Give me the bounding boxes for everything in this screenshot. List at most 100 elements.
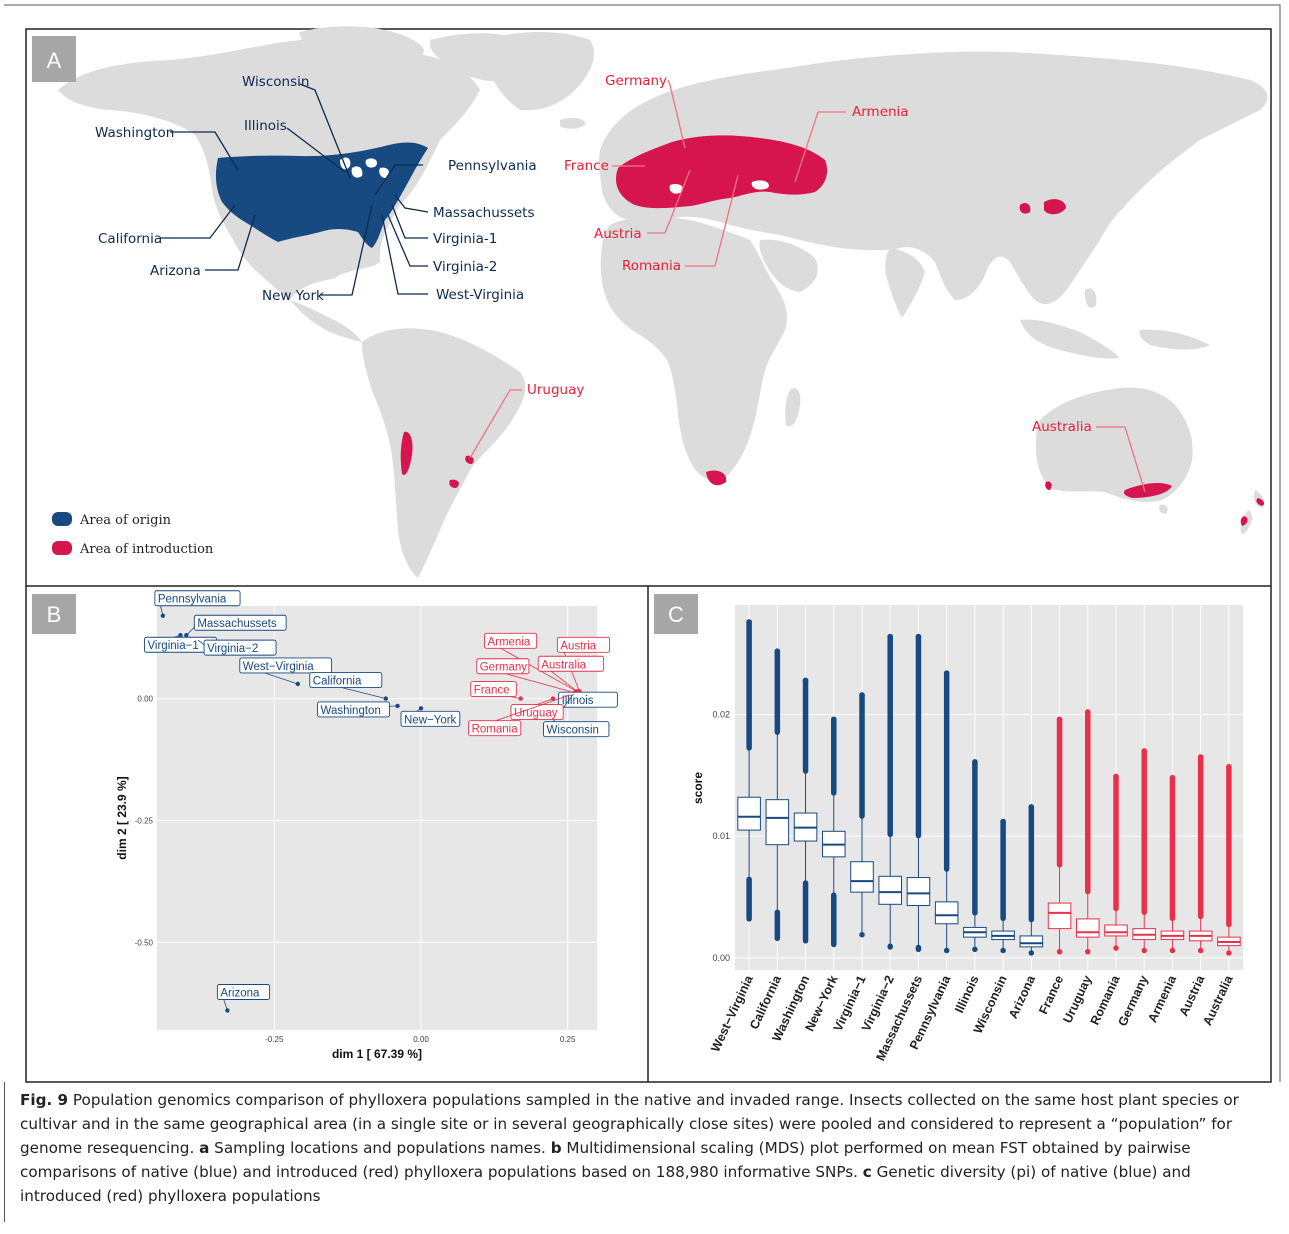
box-iqr [1104, 924, 1128, 937]
mds-point-label: Austria [556, 636, 611, 653]
mds-x-tick: 0.00 [413, 1035, 429, 1044]
svg-text:Arizona: Arizona [220, 988, 260, 1000]
native-labels: Wisconsin Illinois Washington Pennsylvan… [95, 74, 537, 304]
map-label-illinois: Illinois [244, 118, 287, 134]
box-y-tick: 0.01 [712, 831, 730, 841]
map-label-california: California [98, 231, 162, 247]
map-label-wisconsin: Wisconsin [242, 74, 309, 90]
map-label-arizona: Arizona [150, 263, 201, 279]
intro-labels: Germany Armenia France Austria Romania U… [527, 73, 1092, 435]
map-legend: Area of origin Area of introduction [52, 512, 214, 557]
box-x-tick: France [1036, 973, 1066, 1016]
map-label-austria: Austria [594, 226, 642, 242]
mds-leader [488, 640, 577, 692]
svg-text:Pennsylvania: Pennsylvania [158, 594, 227, 606]
caption-rule [4, 1082, 5, 1222]
mds-y-axis-label: dim 2 [ 23.9 %] [115, 776, 129, 859]
box-outlier-max [915, 633, 922, 640]
mds-point-label: Massachussets [193, 614, 287, 631]
box-8 [963, 759, 987, 953]
box-outlier-max [830, 716, 837, 723]
map-label-france: France [564, 158, 609, 174]
box-iqr [1019, 935, 1044, 948]
box-4 [850, 692, 874, 938]
box-16 [1188, 754, 1213, 954]
box-outlier-max [1113, 773, 1119, 780]
box-14 [1132, 748, 1157, 954]
mds-plot-area [157, 606, 597, 1030]
svg-text:California: California [313, 676, 362, 688]
map-label-romania: Romania [622, 258, 681, 274]
mds-y-tick: 0.00 [137, 695, 153, 704]
box-outlier-max [1141, 748, 1148, 754]
map-label-new-york: New York [262, 288, 324, 304]
box-10 [1019, 804, 1044, 956]
mds-x-tick: -0.25 [265, 1035, 284, 1044]
box-x-tick: West−Virginia [708, 972, 756, 1054]
intro-area-europe [615, 135, 828, 209]
mds-point-label: Illinois [558, 691, 618, 708]
native-leader-lines [160, 83, 429, 296]
box-6 [906, 633, 931, 953]
box-1 [765, 648, 790, 942]
svg-text:New−York: New−York [404, 714, 457, 726]
svg-text:Illinois: Illinois [562, 695, 594, 707]
box-iqr [850, 861, 874, 893]
box-17 [1217, 764, 1241, 956]
svg-text:France: France [474, 685, 510, 697]
map-label-pennsylvania: Pennsylvania [448, 158, 537, 174]
box-y-tick: 0.02 [712, 710, 730, 720]
svg-text:Wisconsin: Wisconsin [547, 725, 599, 737]
panel-b-letter: B [47, 602, 62, 627]
map-label-australia: Australia [1032, 419, 1092, 435]
box-iqr [934, 901, 959, 925]
box-outlier-max [859, 692, 865, 698]
box-0 [737, 619, 761, 922]
box-9 [991, 818, 1015, 954]
mds-point-label: Uruguay [510, 704, 564, 721]
box-outlier-max [1084, 709, 1091, 715]
map-label-west-virginia: West-Virginia [436, 287, 524, 303]
legend-label-introduction: Area of introduction [79, 542, 214, 557]
svg-text:Virginia−1: Virginia−1 [147, 640, 198, 652]
box-3 [821, 716, 846, 948]
box-iqr [737, 796, 761, 831]
svg-text:Washington: Washington [321, 705, 381, 717]
mds-point-label: Wisconsin [543, 721, 610, 738]
map-label-virginia-1: Virginia-1 [433, 231, 497, 247]
svg-text:West−Virginia: West−Virginia [243, 661, 314, 673]
box-7 [934, 670, 959, 954]
svg-text:Virginia−2: Virginia−2 [207, 643, 258, 655]
svg-text:Romania: Romania [472, 724, 519, 736]
svg-text:Uruguay: Uruguay [514, 708, 558, 720]
caption-label: Fig. 9 [20, 1091, 69, 1109]
svg-text:Massachussets: Massachussets [197, 618, 277, 630]
panel-a-letter: A [47, 48, 62, 73]
mds-point-label: Arizona [216, 984, 271, 1000]
legend-swatch-origin [52, 512, 72, 526]
map-label-washington: Washington [95, 125, 174, 141]
box-outlier-max [774, 648, 781, 655]
mds-point-label: Germany [476, 658, 530, 675]
box-x-tick: Illinois [952, 973, 981, 1015]
panel-c-letter-box [654, 594, 698, 634]
mds-point-label: California [309, 672, 383, 689]
box-13 [1104, 773, 1128, 951]
box-outlier-max [746, 619, 752, 625]
box-iqr [1075, 918, 1100, 938]
box-outlier-max [943, 670, 950, 676]
world-land [58, 26, 1268, 578]
map-label-virginia-2: Virginia-2 [433, 259, 497, 275]
map-label-germany: Germany [605, 73, 667, 89]
svg-text:Armenia: Armenia [487, 636, 530, 648]
mds-y-tick: -0.50 [135, 938, 154, 947]
mds-point-label: Virginia−2 [203, 639, 277, 656]
svg-text:Australia: Australia [541, 659, 586, 671]
panel-c-letter: C [668, 602, 684, 627]
box-outlier-max [1226, 764, 1232, 770]
box-outlier-max [1197, 754, 1204, 760]
box-outlier-max [1169, 774, 1176, 781]
box-outlier-max [1056, 716, 1063, 723]
